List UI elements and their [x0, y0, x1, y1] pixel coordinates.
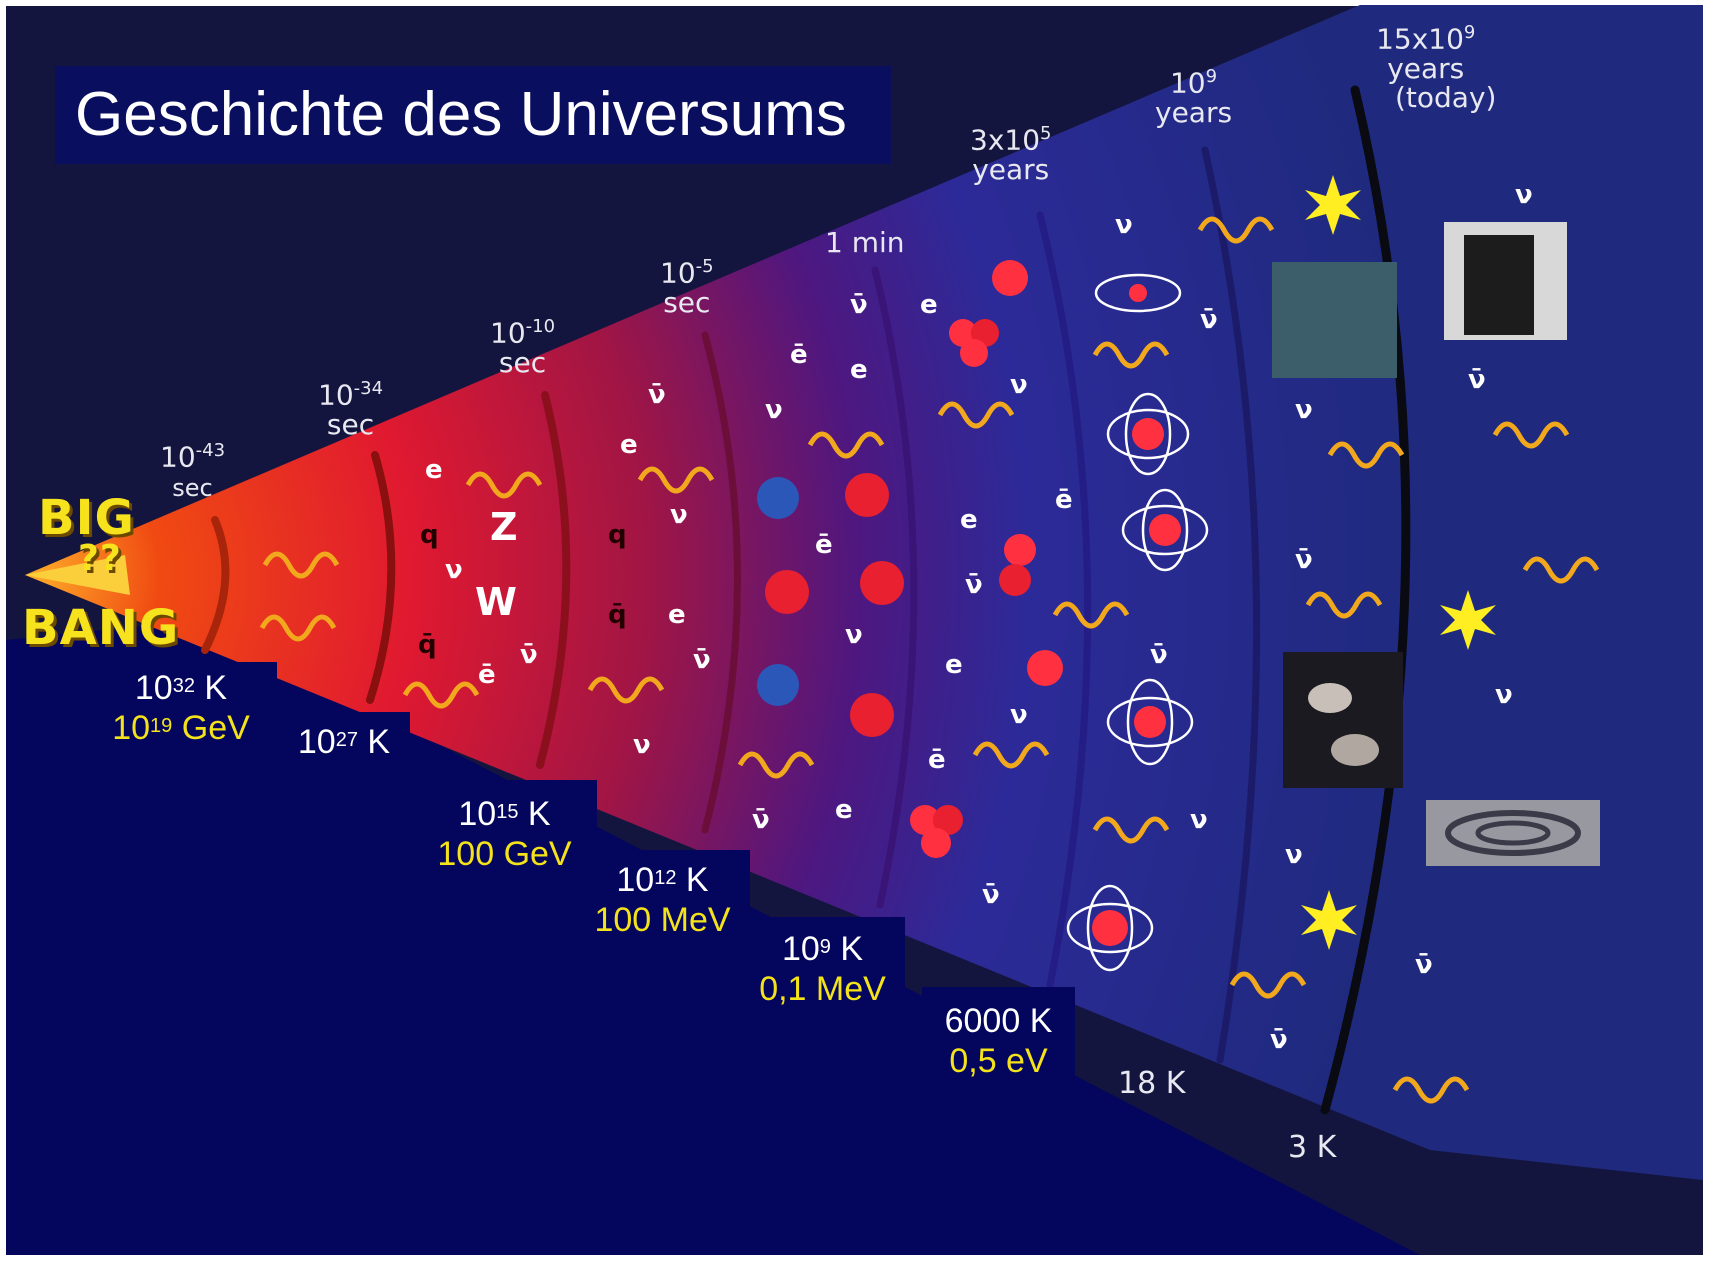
nuclei	[757, 260, 1063, 858]
particle-nubar-3: ν̄	[693, 645, 711, 675]
temp-label-6: 6000 K 0,5 eV	[922, 987, 1075, 1087]
big-bang-word2: BANG	[22, 600, 180, 656]
particle-nu-11: ν	[1285, 840, 1303, 870]
temp-label-4: 1012 K 100 MeV	[575, 850, 750, 950]
photon-squiggles	[259, 216, 1600, 1104]
big-bang-tip	[25, 555, 130, 595]
particle-qbar: q̄	[418, 630, 437, 660]
atom-nuclei	[1092, 284, 1181, 946]
epoch-arc-5	[871, 266, 918, 909]
particle-nubar-13: ν̄	[1415, 950, 1433, 980]
particle-nu-10: ν	[1295, 395, 1313, 425]
particle-nu-8: ν	[1115, 210, 1133, 240]
particle-nu-1: ν	[445, 555, 463, 585]
epoch-arc-2	[366, 451, 396, 704]
temp-label-1: 1032 K 1019 GeV	[85, 662, 277, 762]
particle-e-7: e	[960, 505, 978, 535]
temp-label-3: 1015 K 100 GeV	[412, 780, 597, 880]
big-bang-marks: ??	[78, 538, 122, 579]
particle-nu-9: ν	[1190, 805, 1208, 835]
particle-nubar-6: ν̄	[965, 570, 983, 600]
epoch-arc-1	[201, 516, 230, 654]
temp-label-5: 109 K 0,1 MeV	[740, 917, 905, 1017]
particle-nubar-10: ν̄	[1295, 545, 1313, 575]
particle-e: e	[425, 455, 443, 485]
today-arc	[1320, 85, 1411, 1115]
particle-w: W	[475, 580, 517, 624]
particle-nu-5: ν	[845, 620, 863, 650]
big-bang-word1: BIG	[38, 490, 135, 546]
atoms	[1066, 273, 1209, 972]
particle-q-2: q	[608, 520, 627, 550]
particle-nubar-7: ν̄	[982, 880, 1000, 910]
particle-nu-12: ν	[1515, 180, 1533, 210]
particle-nu-13: ν	[1495, 680, 1513, 710]
particle-nu-6: ν	[1010, 370, 1028, 400]
epoch-arc-6	[1036, 211, 1092, 989]
epoch-arc-3	[536, 391, 571, 769]
particle-z: Z	[490, 505, 518, 549]
particle-nu-7: ν	[1010, 700, 1028, 730]
particle-nubar-8: ν̄	[1200, 305, 1218, 335]
particle-e-8: e	[945, 650, 963, 680]
page-title: Geschichte des Universums	[55, 66, 891, 164]
particle-e-4: e	[850, 355, 868, 385]
particle-nubar-11: ν̄	[1270, 1025, 1288, 1055]
particle-q: q	[420, 520, 439, 550]
particle-nubar-9: ν̄	[1150, 640, 1168, 670]
image-placeholders	[1272, 222, 1600, 866]
time-label-5: 1 min	[825, 226, 905, 259]
epoch-arc-4	[701, 331, 741, 834]
particle-e-2: e	[620, 430, 638, 460]
particle-nu-2: ν	[670, 500, 688, 530]
particle-nu-3: ν	[633, 730, 651, 760]
temp-label-2: 1027 K	[278, 712, 410, 768]
particle-e-5: e	[920, 290, 938, 320]
particle-e-3: e	[668, 600, 686, 630]
particle-ebar-3: ē	[815, 530, 833, 560]
particle-nubar-2: ν̄	[648, 380, 666, 410]
kelvin-3: 3 K	[1288, 1130, 1337, 1165]
particle-nubar-5: ν̄	[752, 805, 770, 835]
particle-ebar: ē	[478, 660, 496, 690]
stars	[1301, 175, 1496, 950]
particle-qbar-2: q̄	[608, 600, 627, 630]
particle-nubar-12: ν̄	[1468, 365, 1486, 395]
epoch-arc-7	[1201, 146, 1261, 1064]
particle-e-6: e	[835, 795, 853, 825]
particle-ebar-2: ē	[790, 340, 808, 370]
kelvin-18: 18 K	[1118, 1066, 1186, 1101]
particle-nubar-4: ν̄	[850, 290, 868, 320]
particle-nu-4: ν	[765, 395, 783, 425]
particle-ebar-4: ē	[928, 745, 946, 775]
particle-nubar-1: ν̄	[520, 640, 538, 670]
particle-ebar-5: ē	[1055, 485, 1073, 515]
